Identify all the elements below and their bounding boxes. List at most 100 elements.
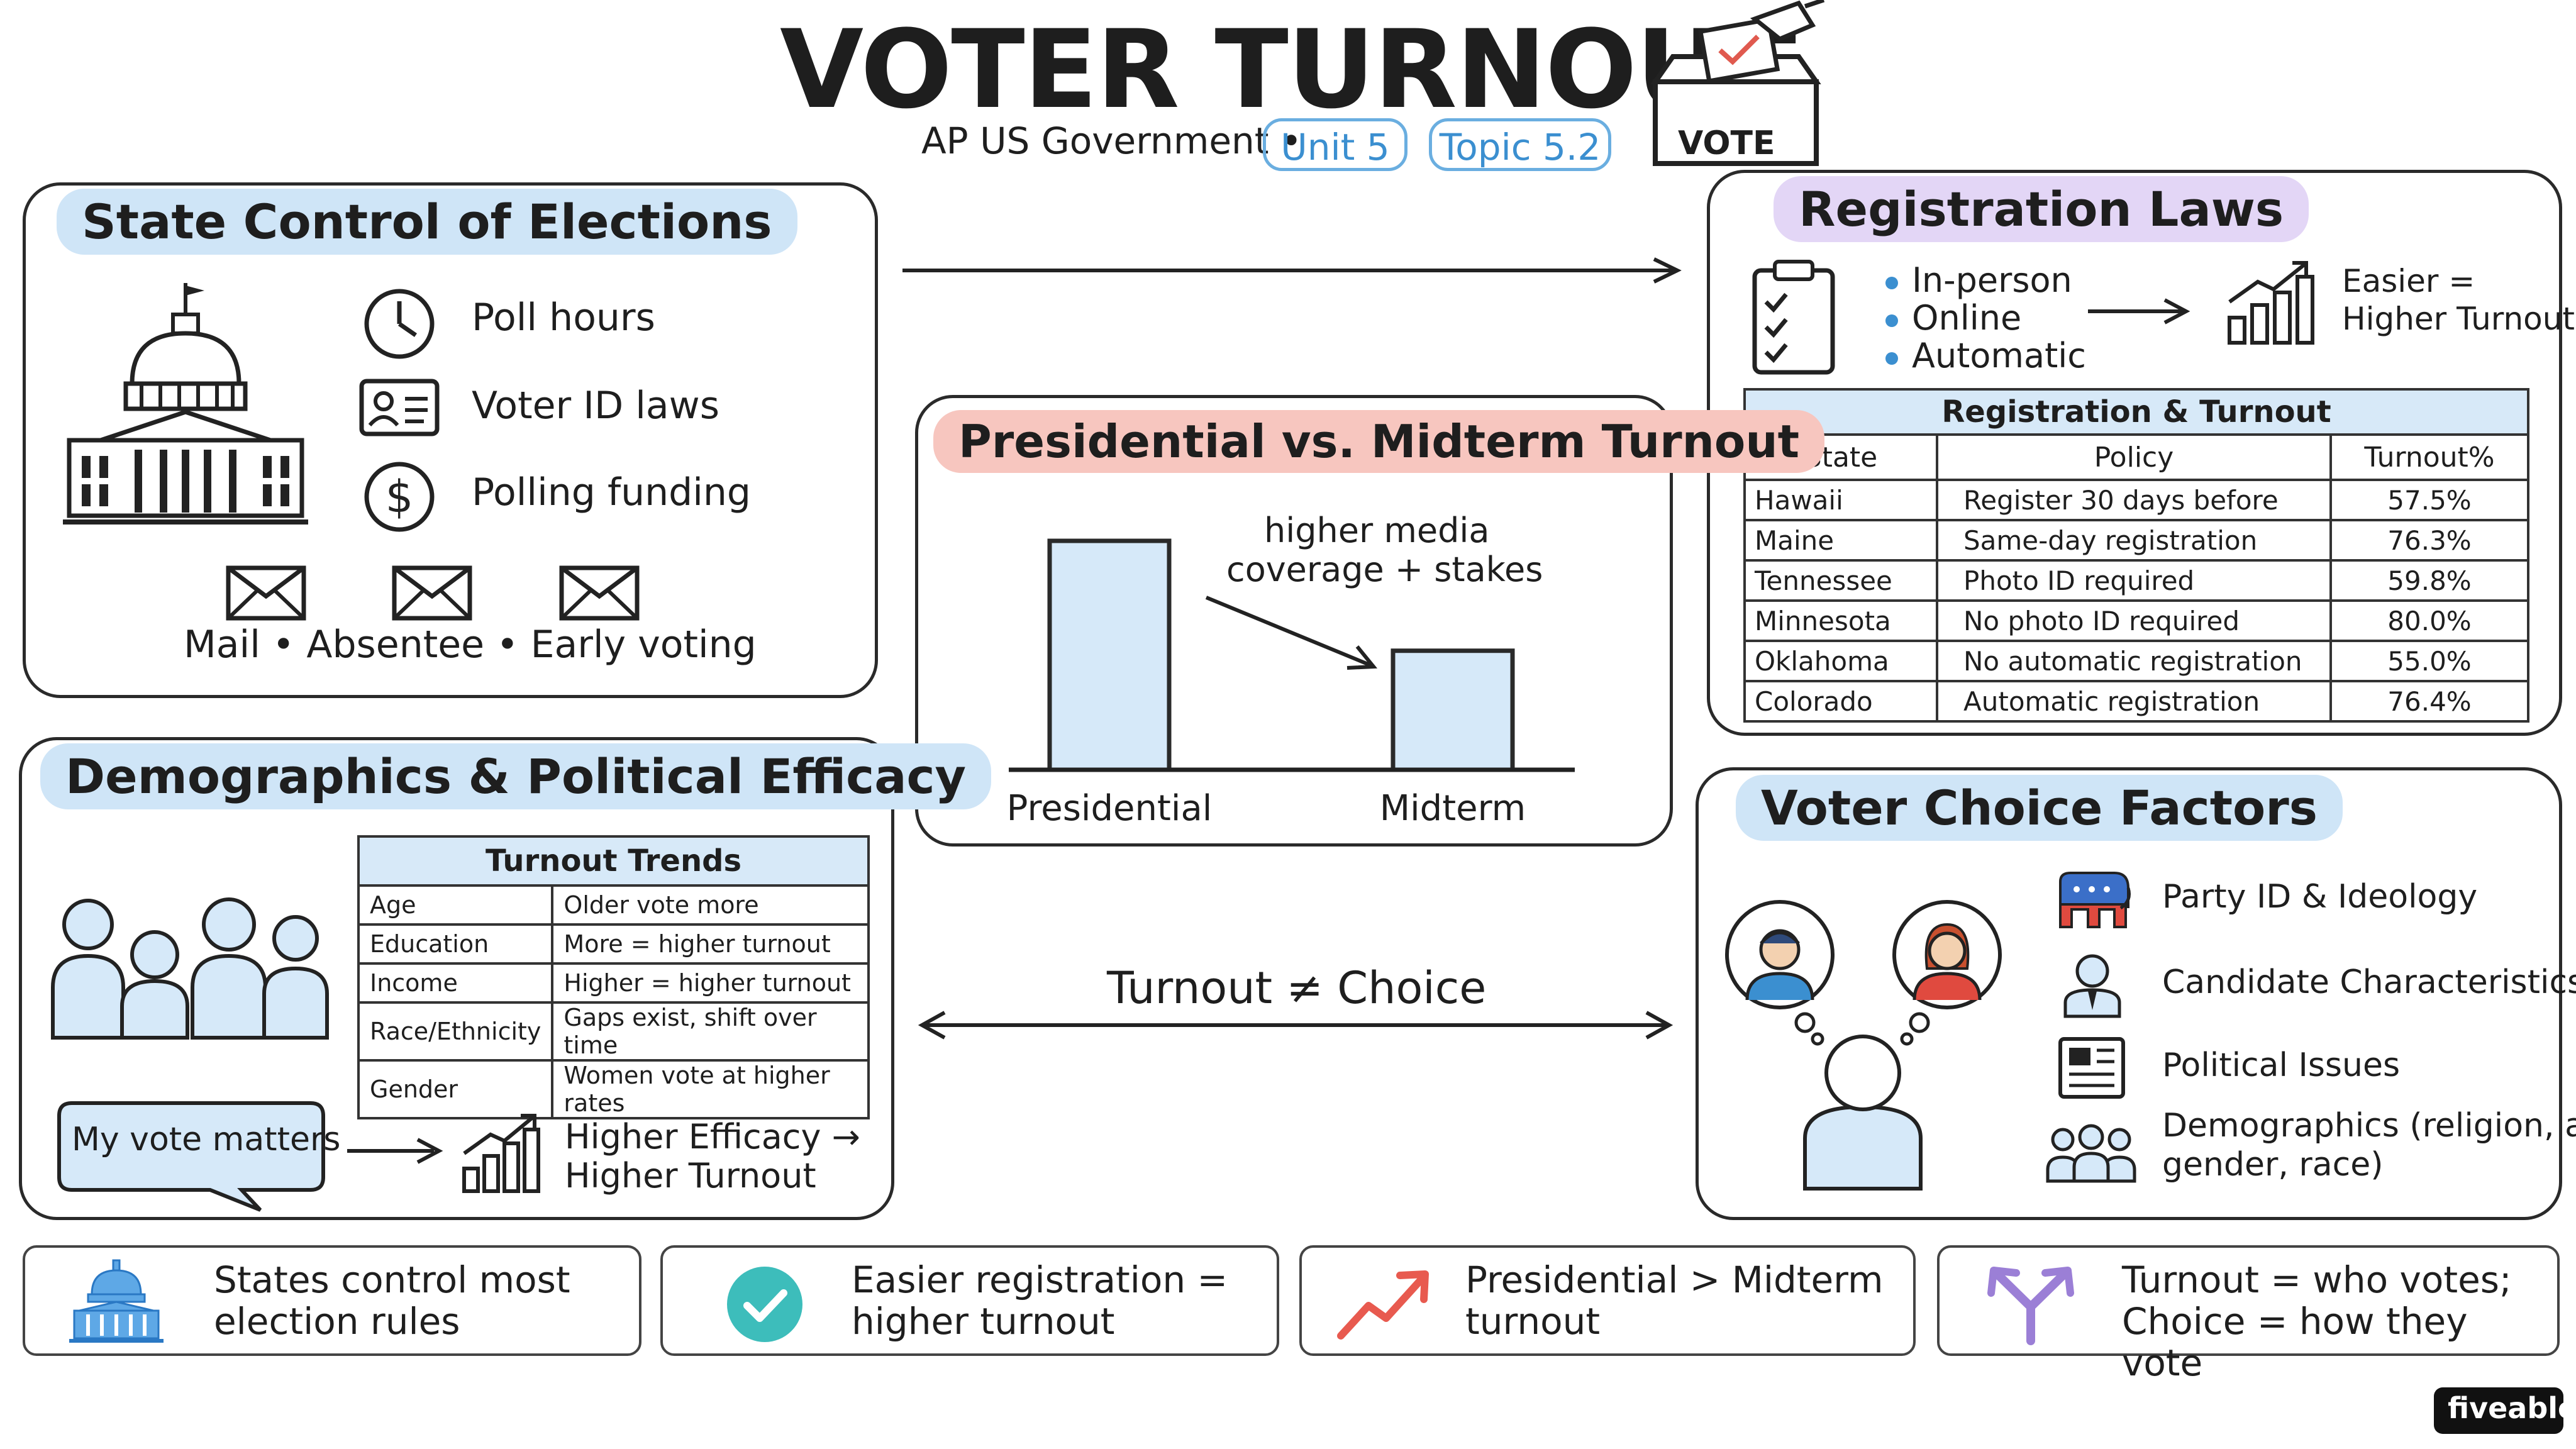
footer-line: election rules	[214, 1300, 460, 1343]
method-bullet	[1885, 277, 1898, 289]
brand-badge	[2434, 1387, 2563, 1434]
table-cell: 59.8%	[2329, 559, 2529, 602]
footer-line: Choice = how they vote	[2122, 1300, 2468, 1384]
table-cell: Older vote more	[551, 884, 870, 926]
annotation-arrow	[1201, 591, 1384, 673]
bar-chart-icon	[2223, 258, 2318, 346]
ballot-box-icon	[1648, 0, 1836, 170]
clipboard-icon	[1750, 258, 1838, 377]
registration-header-policy: Policy	[1936, 433, 2332, 481]
table-cell: Income	[357, 962, 554, 1004]
method-bullet	[1885, 352, 1898, 365]
trend-up-icon	[1337, 1267, 1431, 1342]
table-cell: Same-day registration	[1936, 519, 2332, 562]
factor-candidate: Candidate Characteristics	[2162, 963, 2576, 1001]
party-elephant-icon	[2051, 869, 2133, 932]
factor-demographics-line2: gender, race)	[2162, 1146, 2384, 1184]
state-control-title: State Control of Elections	[57, 189, 797, 255]
footer-line: turnout	[1465, 1300, 1601, 1343]
speech-bubble-text: My vote matters	[72, 1121, 341, 1158]
capitol-icon	[69, 1258, 164, 1346]
bar-presidential	[1047, 538, 1172, 772]
table-cell: Women vote at higher rates	[551, 1059, 870, 1119]
table-cell: Gaps exist, shift over time	[551, 1001, 870, 1062]
footer-card-turnout-choice: Turnout = who votes;Choice = how they vo…	[1937, 1245, 2560, 1384]
footer-line: States control most	[214, 1258, 570, 1301]
capitol-icon	[63, 277, 308, 528]
topic-badge: Topic 5.2	[1429, 118, 1611, 171]
table-cell: Automatic registration	[1936, 680, 2332, 723]
table-cell: More = higher turnout	[551, 923, 870, 965]
factor-party-id: Party ID & Ideology	[2162, 878, 2478, 916]
table-cell: No photo ID required	[1936, 599, 2332, 642]
footer-line: higher turnout	[852, 1300, 1115, 1343]
method-automatic: Automatic	[1912, 336, 2086, 375]
demographics-title: Demographics & Political Efficacy	[40, 743, 992, 809]
id-card-icon	[358, 376, 440, 439]
dollar-icon: $	[362, 459, 437, 535]
voting-methods: Mail • Absentee • Early voting	[184, 623, 757, 667]
table-cell: Maine	[1743, 519, 1938, 562]
method-online: Online	[1912, 298, 2022, 338]
footer-line: Turnout = who votes;	[2122, 1258, 2512, 1301]
envelope-icon	[391, 565, 473, 621]
arrow-right	[2088, 298, 2190, 325]
bar-label-midterm: Midterm	[1380, 788, 1526, 829]
registration-table-title: Registration & Turnout	[1743, 388, 2529, 436]
state-item-polling-funding: Polling funding	[472, 470, 751, 514]
efficacy-line2: Higher Turnout	[565, 1156, 816, 1196]
voter-choice-title: Voter Choice Factors	[1736, 775, 2343, 841]
ballot-box-label: VOTE	[1678, 125, 1775, 162]
bar-chart-icon	[459, 1112, 541, 1194]
table-cell: 55.0%	[2329, 640, 2529, 682]
table-cell: Education	[357, 923, 554, 965]
envelope-icon	[558, 565, 640, 621]
table-cell: Age	[357, 884, 554, 926]
table-cell: Gender	[357, 1059, 554, 1119]
efficacy-line1: Higher Efficacy →	[565, 1117, 860, 1157]
table-cell: Photo ID required	[1936, 559, 2332, 602]
speech-bubble	[53, 1099, 330, 1213]
double-arrow	[918, 1011, 1674, 1040]
turnout-bar-chart: Presidential Midterm	[1000, 491, 1585, 843]
table-cell: Tennessee	[1743, 559, 1938, 602]
factor-political-issues: Political Issues	[2162, 1046, 2401, 1084]
state-item-voter-id: Voter ID laws	[472, 384, 720, 428]
arrow-right	[902, 257, 1682, 284]
page-subtitle: AP US Government •	[921, 119, 1302, 162]
group-icon	[2044, 1122, 2138, 1185]
table-cell: Higher = higher turnout	[551, 962, 870, 1004]
footer-line: Presidential > Midterm	[1465, 1258, 1884, 1301]
registration-result-line1: Easier =	[2342, 263, 2475, 299]
table-cell: 76.3%	[2329, 519, 2529, 562]
footer-text: Easier registration =higher turnout	[852, 1259, 1279, 1342]
registration-header-turnout: Turnout%	[2329, 433, 2529, 481]
turnout-trends-title: Turnout Trends	[357, 835, 870, 887]
registration-table: Registration & Turnout State Policy Turn…	[1743, 388, 2529, 723]
candidate-icon	[2058, 950, 2127, 1019]
split-arrow-icon	[1984, 1265, 2078, 1345]
registration-title: Registration Laws	[1774, 176, 2309, 242]
clock-icon	[362, 286, 437, 362]
people-icon	[44, 880, 340, 1044]
table-cell: No automatic registration	[1936, 640, 2332, 682]
factor-demographics-line1: Demographics (religion, age,	[2162, 1107, 2576, 1145]
bar-label-presidential: Presidential	[1007, 788, 1213, 829]
turnout-choice-label: Turnout ≠ Choice	[1107, 962, 1487, 1014]
chart-annotation-line2: coverage + stakes	[1226, 550, 1543, 589]
envelope-icon	[225, 565, 307, 621]
table-cell: Race/Ethnicity	[357, 1001, 554, 1062]
table-cell: Minnesota	[1743, 599, 1938, 642]
page-title: VOTER TURNOUT	[780, 6, 1796, 133]
table-cell: Hawaii	[1743, 479, 1938, 521]
